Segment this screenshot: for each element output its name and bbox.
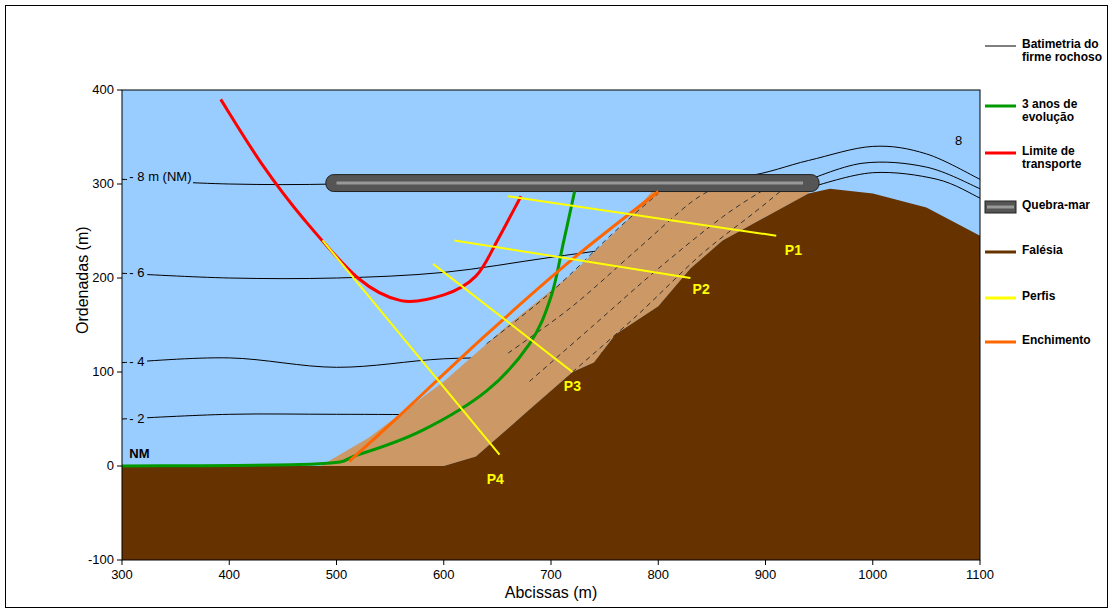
y-tick (117, 278, 122, 279)
breakwater-stripe (337, 182, 804, 185)
plot-frame (122, 90, 980, 560)
legend-text: 3 anos de evolução (1022, 98, 1108, 126)
x-tick (229, 560, 230, 565)
contour-label: - 6 (127, 266, 146, 281)
x-tick-label: 600 (433, 568, 455, 583)
x-tick-label: 800 (647, 568, 669, 583)
profile-label: P1 (785, 242, 802, 258)
x-tick-label: 1100 (966, 568, 994, 583)
x-axis-title: Abcissas (m) (505, 584, 597, 602)
y-tick (117, 466, 122, 467)
legend-sample (985, 341, 1016, 344)
x-tick-label: 1000 (858, 568, 887, 583)
y-axis-title: Ordenadas (m) (73, 227, 91, 335)
x-tick-label: 900 (755, 568, 777, 583)
x-tick-label: 700 (540, 568, 562, 583)
y-tick-label: 300 (92, 177, 114, 192)
outer-frame (6, 6, 1108, 608)
x-tick (443, 560, 444, 565)
plot-area (122, 90, 980, 560)
x-tick (980, 560, 981, 565)
contour-label: - 2 (127, 412, 146, 427)
y-tick (117, 184, 122, 185)
profile-label: P2 (693, 281, 710, 297)
x-tick (765, 560, 766, 565)
cliff (122, 189, 980, 560)
legend-sample (985, 201, 1016, 213)
x-tick-label: 500 (326, 568, 348, 583)
y-tick (117, 90, 122, 91)
contour-label: - 4 (127, 355, 146, 370)
x-tick (336, 560, 337, 565)
profile-line (433, 264, 572, 372)
profile-line (454, 240, 690, 278)
profile-label: P3 (564, 378, 581, 394)
legend-samples (985, 46, 1016, 342)
y-tick-label: 100 (92, 365, 114, 380)
legend-sample (985, 105, 1016, 108)
legend-text: Falésia (1022, 244, 1108, 258)
legend-sample (987, 206, 1014, 209)
x-tick-label: 300 (111, 568, 133, 583)
axis-ticks (117, 90, 980, 565)
legend-text: Quebra-mar (1022, 199, 1108, 213)
y-tick (117, 560, 122, 561)
legend-sample (985, 297, 1016, 300)
x-tick (872, 560, 873, 565)
evolution-line (122, 192, 575, 467)
x-tick (122, 560, 123, 565)
breakwater (326, 175, 819, 192)
fill-line (349, 192, 658, 462)
y-tick-label: 200 (92, 271, 114, 286)
contour-label: - 8 m (NM) (127, 170, 193, 185)
contour-label: NM (127, 447, 151, 462)
legend-text: Perfis (1022, 290, 1108, 304)
legend-text: Limite de transporte (1022, 145, 1108, 173)
x-tick (551, 560, 552, 565)
legend-sample (985, 152, 1016, 155)
y-tick-label: 400 (92, 83, 114, 98)
profile-line (508, 196, 776, 235)
legend-sample (985, 251, 1016, 254)
legend-sample (985, 46, 1016, 47)
x-tick (658, 560, 659, 565)
transport-limit-line (221, 99, 521, 301)
profile-line (323, 240, 500, 454)
y-tick-label: -100 (88, 553, 114, 568)
profile-label: P4 (487, 471, 504, 487)
x-tick-label: 400 (218, 568, 240, 583)
y-tick-label: 0 (107, 459, 114, 474)
legend-text: Batimetria do firme rochoso (1022, 38, 1108, 66)
contour-label: 8 (953, 134, 964, 149)
y-tick (117, 372, 122, 373)
legend-text: Enchimento (1022, 334, 1108, 348)
